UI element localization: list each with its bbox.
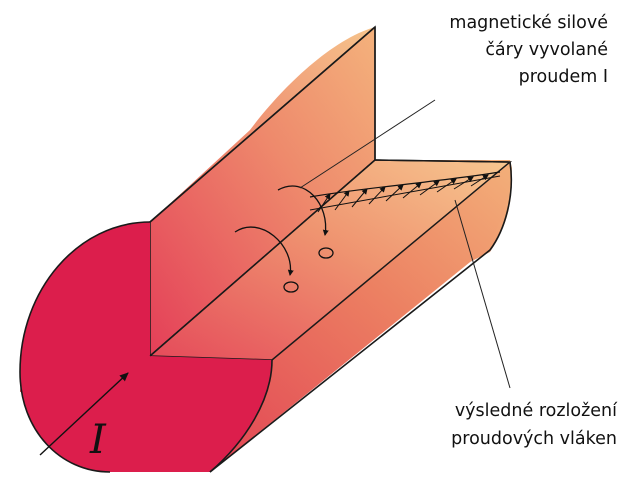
field-lines-label-line1: magnetické silové [449, 13, 608, 33]
field-lines-label-line2: čáry vyvolané [485, 40, 608, 60]
distribution-label-line2: proudových vláken [451, 429, 617, 449]
current-symbol: I [89, 417, 107, 463]
field-lines-label-line3: proudem I [519, 67, 608, 87]
distribution-label-line1: výsledné rozložení [455, 401, 618, 421]
